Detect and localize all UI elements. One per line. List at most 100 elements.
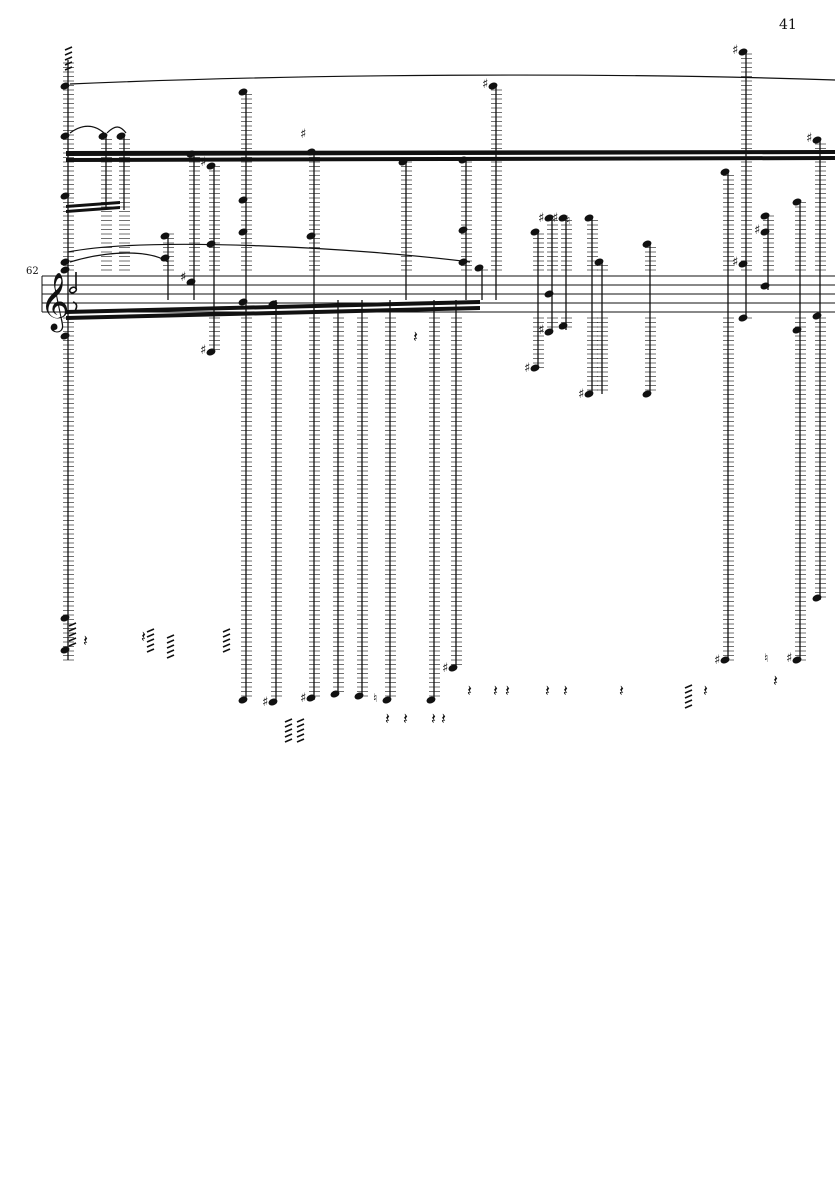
sharp-accidental: ♯	[754, 223, 760, 238]
quarter-rest-icon: 𝄽	[773, 671, 778, 690]
notehead	[760, 282, 770, 290]
notehead	[738, 260, 748, 268]
notehead	[760, 212, 770, 220]
tremolo-slash	[166, 634, 175, 639]
notehead	[812, 312, 822, 320]
quarter-rest-icon: 𝄽	[385, 709, 390, 728]
notehead	[306, 232, 316, 240]
natural-accidental: ♮	[373, 691, 377, 705]
notehead	[238, 228, 248, 236]
tremolo-slash	[684, 689, 693, 694]
notehead	[642, 390, 652, 398]
notehead	[98, 132, 108, 140]
notehead	[382, 696, 392, 704]
tremolo-slash	[296, 733, 305, 738]
sharp-accidental: ♯	[200, 155, 206, 170]
rests: 𝄽𝄽𝄽𝄽𝄽𝄽𝄽𝄽𝄽𝄽𝄽𝄽𝄽𝄽𝄽	[64, 46, 778, 743]
tremolo-slash	[166, 649, 175, 654]
staff-lines	[41, 275, 835, 313]
notehead	[792, 198, 802, 206]
sharp-accidental: ♯	[300, 127, 306, 142]
tremolo-slash	[166, 644, 175, 649]
notehead	[206, 240, 216, 248]
notehead	[354, 692, 364, 700]
quarter-rest-icon: 𝄽	[431, 709, 436, 728]
measure-number: 62	[26, 266, 39, 277]
tremolo-slash	[146, 643, 155, 648]
tremolo-slash	[296, 738, 305, 743]
notehead	[238, 298, 248, 306]
sharp-accidental: ♯	[786, 651, 792, 666]
tremolo-slash	[68, 637, 77, 642]
quarter-rest-icon: 𝄽	[467, 681, 472, 700]
tremolo-slash	[222, 643, 231, 648]
sharp-accidental: ♯	[732, 255, 738, 270]
notehead	[474, 264, 484, 272]
tremolo-slash	[284, 718, 293, 723]
tremolo-slash	[64, 56, 73, 61]
tremolo-slash	[684, 694, 693, 699]
tremolo-slash	[64, 66, 73, 71]
sharp-accidental: ♯	[262, 695, 268, 710]
notehead	[738, 314, 748, 322]
tremolo-slash	[684, 704, 693, 709]
notehead	[206, 162, 216, 170]
tremolo-slash	[64, 51, 73, 56]
quarter-rest-icon: 𝄽	[563, 681, 568, 700]
quarter-rest-icon: 𝄽	[619, 681, 624, 700]
natural-accidental: ♮	[566, 213, 570, 227]
notehead	[488, 82, 498, 90]
notehead	[584, 390, 594, 398]
quarter-rest-icon: 𝄽	[493, 681, 498, 700]
notehead	[268, 300, 278, 308]
notehead	[60, 646, 70, 654]
tremolo-slash	[284, 728, 293, 733]
notehead	[268, 698, 278, 706]
notehead	[584, 214, 594, 222]
quarter-rest-icon: 𝄽	[703, 681, 708, 700]
notehead	[60, 82, 70, 90]
ledger-lines	[63, 53, 826, 697]
tremolo-slash	[166, 654, 175, 659]
notehead	[398, 158, 408, 166]
tremolo-slash	[146, 648, 155, 653]
notehead	[238, 196, 248, 204]
sharp-accidental: ♯	[300, 691, 306, 706]
note-stems	[67, 50, 821, 700]
notehead	[160, 232, 170, 240]
notehead	[458, 156, 468, 164]
quarter-rest-icon: 𝄽	[141, 627, 146, 646]
notehead	[426, 696, 436, 704]
treble-clef-icon: 𝄞	[40, 272, 70, 333]
notehead	[458, 226, 468, 234]
notehead	[738, 48, 748, 56]
noteheads	[60, 48, 822, 706]
notehead	[60, 266, 70, 274]
tremolo-slash	[68, 642, 77, 647]
sharp-accidental: ♯	[538, 211, 544, 226]
notehead	[60, 132, 70, 140]
tremolo-slash	[222, 638, 231, 643]
notehead	[306, 148, 316, 156]
tremolo-slash	[684, 684, 693, 689]
notehead	[60, 192, 70, 200]
notehead	[306, 694, 316, 702]
notehead	[60, 258, 70, 266]
sharp-accidental: ♯	[524, 361, 530, 376]
notehead	[448, 664, 458, 672]
notehead	[544, 214, 554, 222]
notehead	[116, 132, 126, 140]
notehead	[238, 696, 248, 704]
tremolo-slash	[296, 718, 305, 723]
notehead	[720, 656, 730, 664]
sharp-accidental: ♯	[732, 43, 738, 58]
quarter-rest-icon: 𝄽	[505, 681, 510, 700]
notehead	[530, 228, 540, 236]
tremolo-slash	[284, 733, 293, 738]
notehead	[330, 690, 340, 698]
quarter-rest-icon: 𝄽	[413, 327, 418, 346]
sharp-accidental: ♯	[442, 661, 448, 676]
quarter-rest-icon: 𝄽	[403, 709, 408, 728]
page-number: 41	[779, 17, 797, 33]
notehead	[792, 656, 802, 664]
